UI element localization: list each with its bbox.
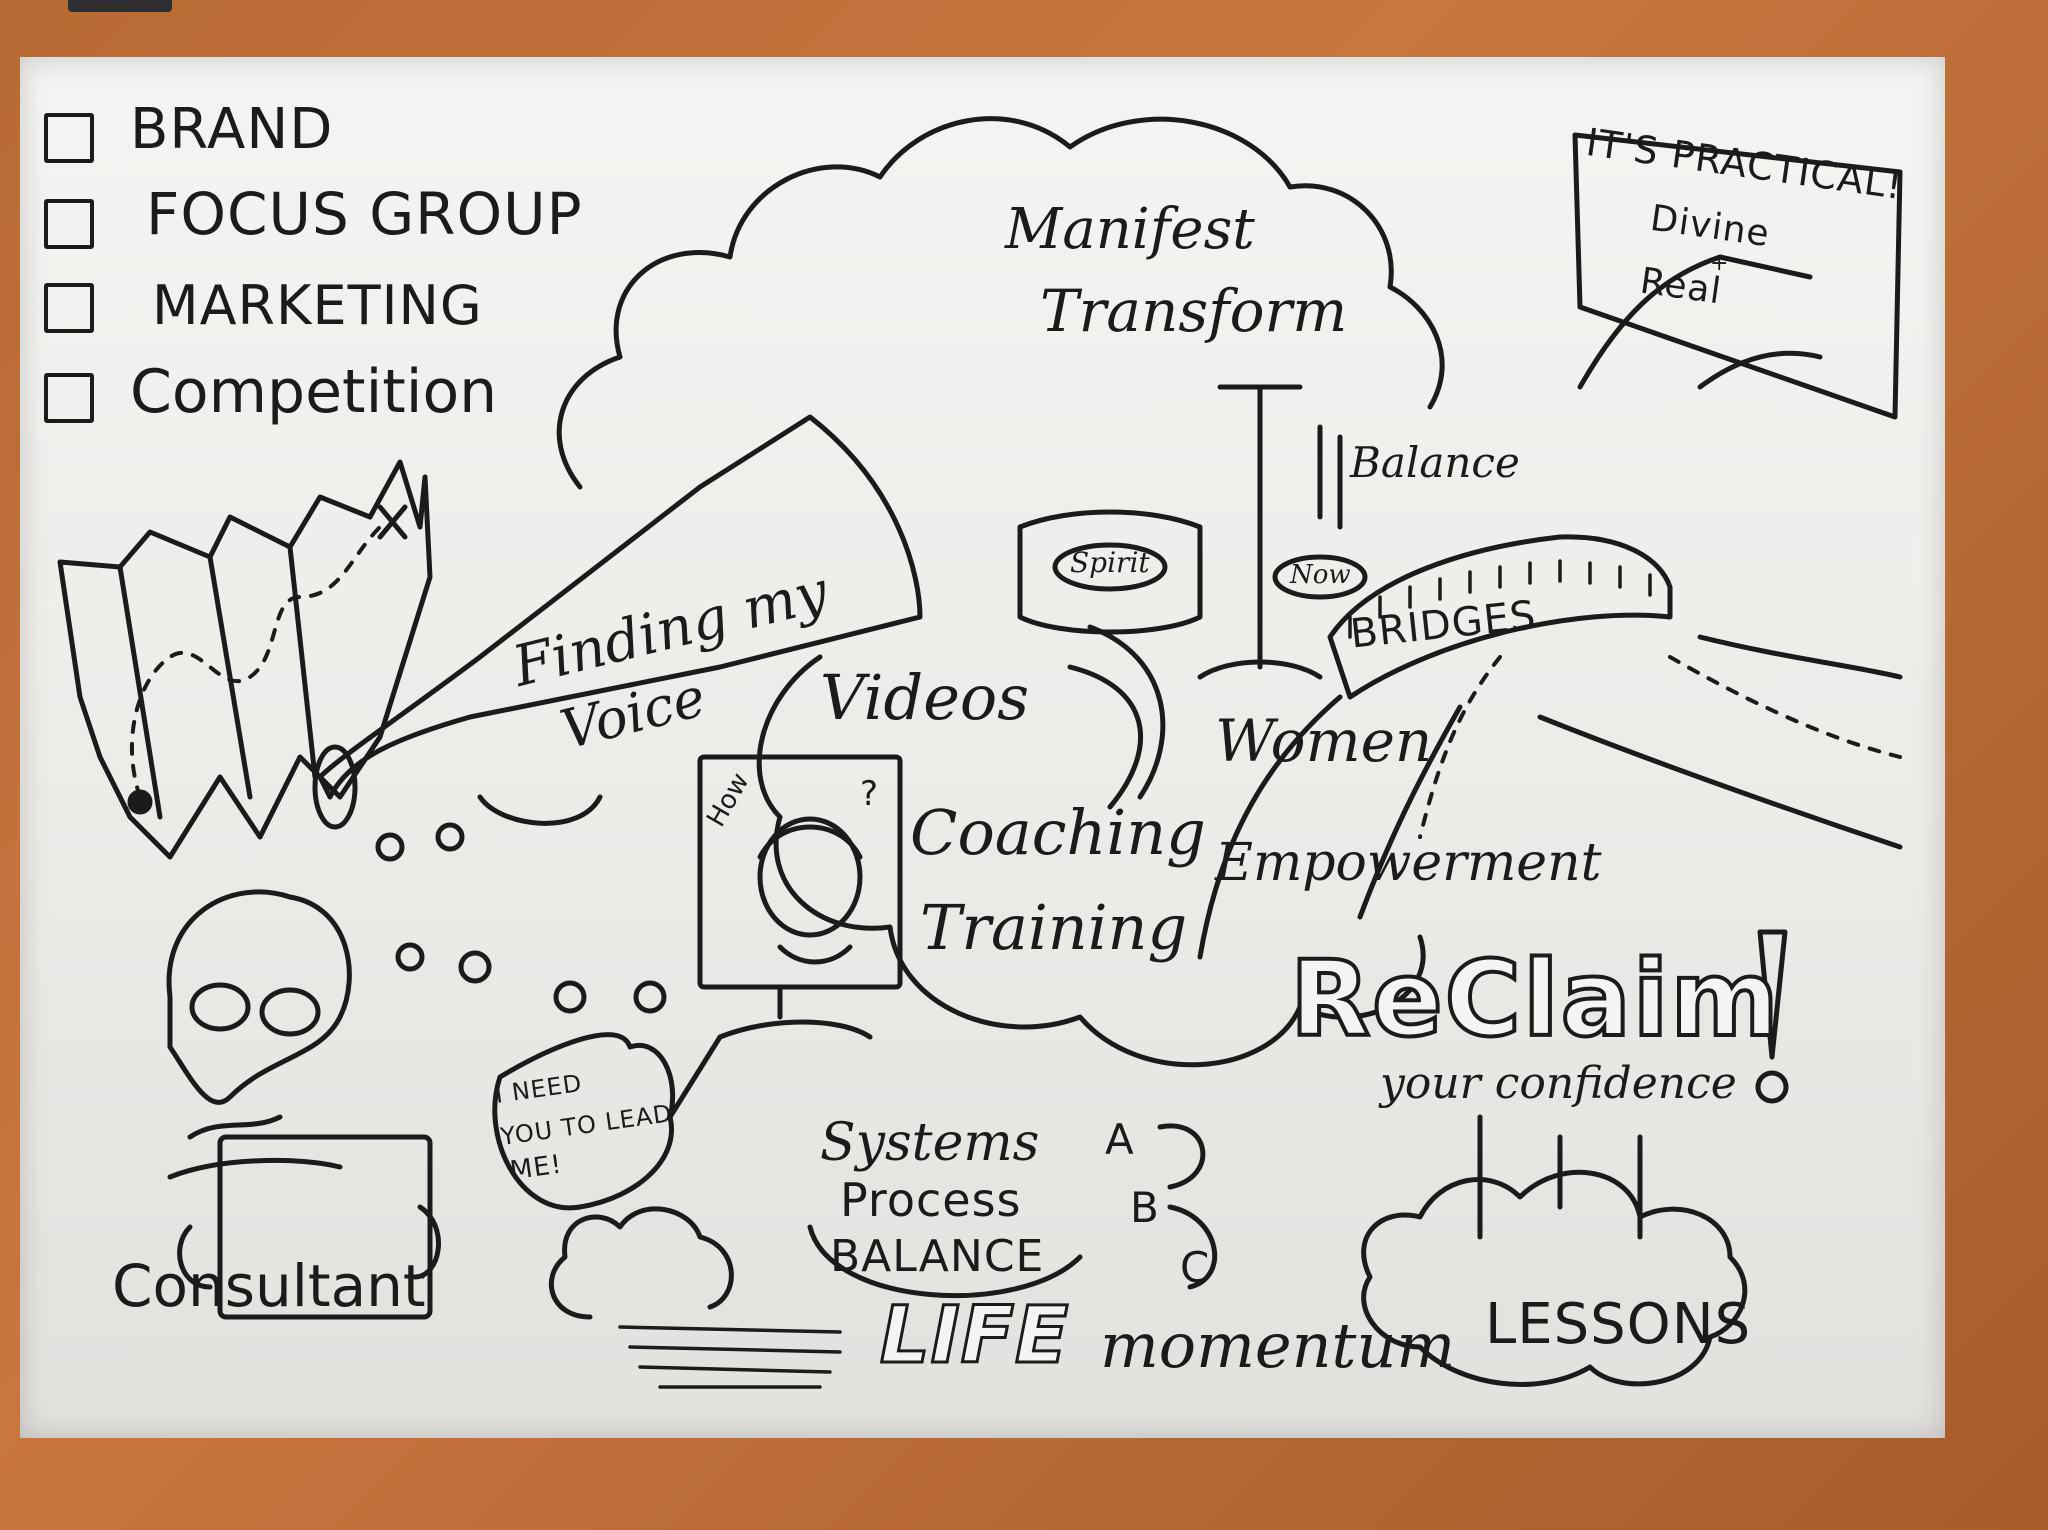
thought-cloud-outline (556, 116, 1445, 1068)
spirit-oval (1052, 542, 1168, 592)
monitor-outline (697, 754, 903, 990)
consultant-glasses-left (189, 982, 251, 1032)
systems-bracket (807, 1224, 1083, 1299)
consultant-label: Consultant (112, 1252, 426, 1320)
doodle-layer (57, 116, 1903, 1389)
treasure-map-outline (57, 459, 433, 860)
frame-tag (68, 0, 172, 12)
word-process: Process (840, 1173, 1022, 1227)
speech-bubble-outline (492, 1032, 723, 1211)
megaphone-mouthpiece (312, 744, 358, 830)
sign-board (1572, 132, 1903, 420)
word-balance: BALANCE (830, 1231, 1045, 1282)
word-systems: Systems (820, 1113, 1040, 1173)
scale-platform (1017, 509, 1203, 635)
megaphone-body (317, 414, 923, 800)
reclaim-title: ReClaim (1288, 938, 1781, 1060)
checklist-item-focus-group: FOCUS GROUP (146, 180, 583, 248)
consultant-glasses-right (259, 987, 321, 1037)
abc-item-c: C (1180, 1243, 1210, 1292)
word-empowerment: Empowerment (1215, 833, 1602, 893)
cloud-inner-curves (1067, 624, 1166, 810)
word-videos: Videos (820, 661, 1030, 734)
motion-lines (618, 1325, 842, 1389)
checklist-item-competition: Competition (130, 357, 498, 427)
road-edges (1197, 254, 1903, 960)
checkbox-competition (44, 373, 94, 423)
now-oval (1272, 554, 1368, 600)
checkbox-brand (44, 113, 94, 163)
scale-label-now: Now (1290, 560, 1351, 590)
scale-label-balance: Balance (1350, 438, 1520, 487)
checklist-item-marketing: MARKETING (152, 274, 483, 337)
screen-question-mark: ? (860, 774, 879, 814)
word-training: Training (920, 891, 1188, 964)
word-manifest: Manifest (1005, 197, 1255, 262)
sign-line-3: + (1710, 251, 1729, 276)
map-trail (130, 525, 382, 799)
map-x-mark (377, 504, 408, 540)
word-women: Women (1215, 707, 1433, 775)
monitor-face (757, 816, 863, 938)
life-cloud (548, 1206, 734, 1320)
consultant-paper (217, 1134, 433, 1320)
word-lessons: LESSONS (1485, 1292, 1752, 1357)
exclamation-bar (1757, 929, 1788, 1060)
scale-label-spirit: Spirit (1070, 546, 1150, 579)
bridge-arch (1327, 534, 1673, 700)
consultant-hair (166, 889, 352, 1105)
word-coaching: Coaching (910, 796, 1206, 869)
speech-bubble-line3: ME! (508, 1149, 565, 1187)
abc-item-a: A (1105, 1115, 1134, 1164)
checklist-item-brand: BRAND (130, 97, 334, 162)
checkbox-focus-group (44, 199, 94, 249)
abc-item-b: B (1130, 1183, 1159, 1232)
checkbox-marketing (44, 283, 94, 333)
map-start-dot (127, 789, 153, 815)
road-center-line (1418, 655, 1902, 839)
word-momentum: momentum (1100, 1309, 1456, 1382)
lessons-cloud (1361, 1169, 1748, 1387)
whiteboard: BRAND FOCUS GROUP MARKETING Competition … (20, 57, 1945, 1438)
word-life: LIFE (878, 1291, 1070, 1381)
reclaim-subtitle: your confidence (1380, 1058, 1737, 1109)
word-transform: Transform (1040, 277, 1348, 345)
